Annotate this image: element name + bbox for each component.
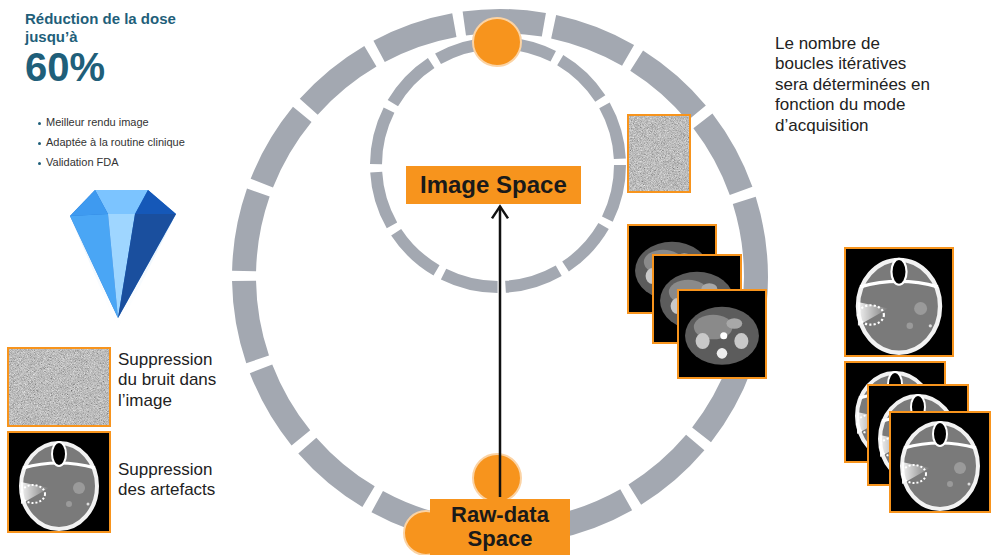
headline: Réduction de la dose jusqu’à <box>25 10 190 46</box>
flow-arrow <box>499 206 502 497</box>
cycle-dot <box>473 18 521 66</box>
legend-note: Suppression des artefacts <box>118 460 233 501</box>
outer-cycle-ring <box>244 21 756 533</box>
arrow-head <box>492 206 508 218</box>
phantom-image <box>8 432 110 532</box>
cycle-dot <box>473 454 521 502</box>
bullet-item: Meilleur rendu image <box>36 116 246 129</box>
noise-image <box>628 115 690 192</box>
noise-image <box>8 348 110 426</box>
space-box: Image Space <box>406 166 581 204</box>
legend-note: Suppression du bruit dans l’image <box>118 350 233 411</box>
diamond-picture <box>70 190 176 330</box>
box-label: Raw-data Space <box>440 503 560 551</box>
percent-figure: 60% <box>25 46 145 88</box>
bullet-item: Adaptée à la routine clinique <box>36 136 246 149</box>
bullet-item: Validation FDA <box>36 156 246 169</box>
phantom-images <box>845 248 991 513</box>
inner-cycle-ring <box>376 43 620 287</box>
space-box: Raw-data Space <box>430 499 570 555</box>
box-label: Image Space <box>420 172 567 198</box>
ct-slices <box>628 225 767 379</box>
note: Le nombre de boucles itératives sera dét… <box>775 34 940 136</box>
